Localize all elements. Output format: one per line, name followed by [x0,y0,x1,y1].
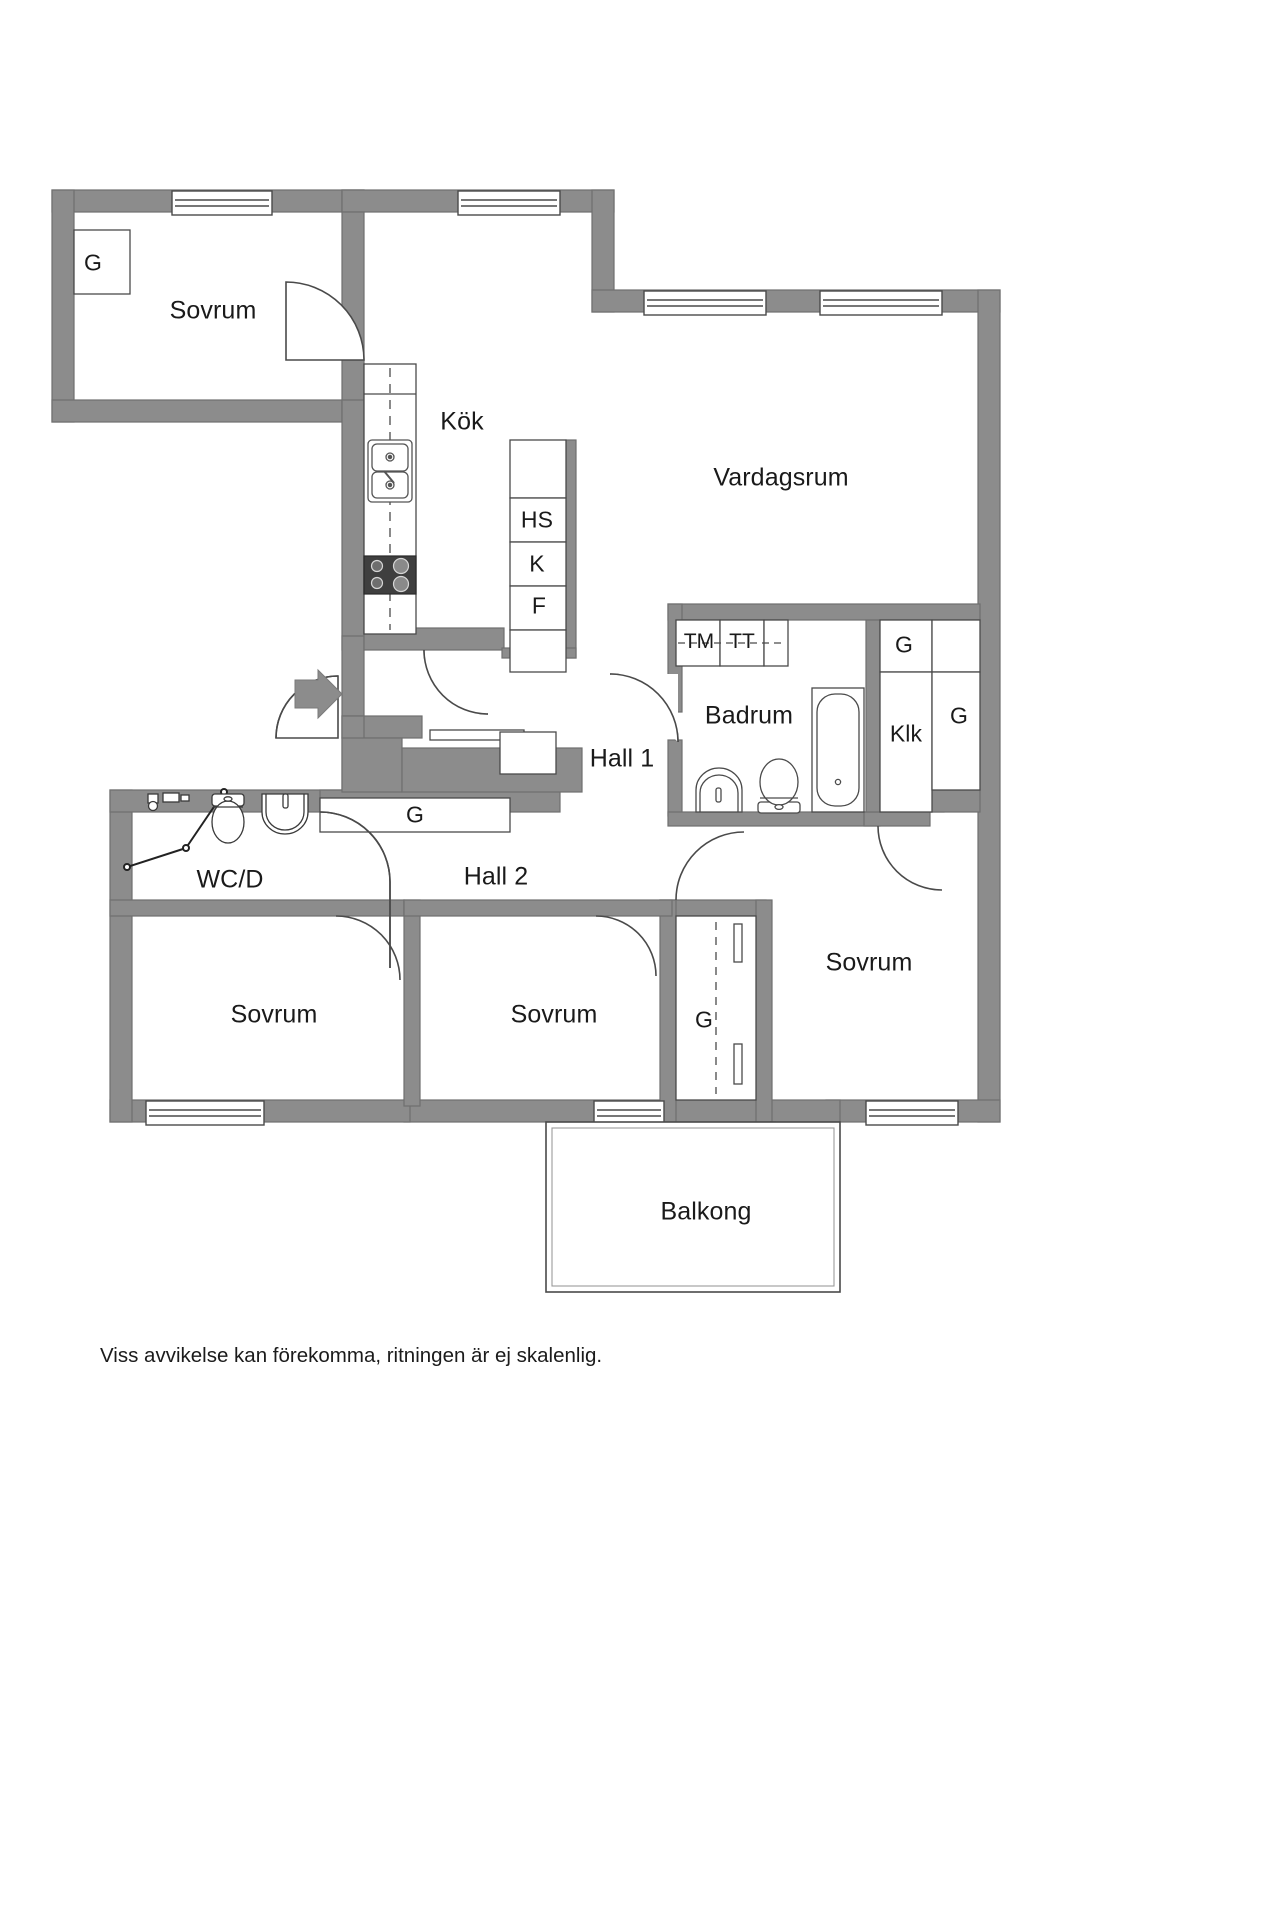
closet-box-klk-right [931,671,981,791]
appliance-box-f [509,585,567,631]
window-sw-bedroom-south [145,1100,265,1126]
appliance-label-k: K [529,550,545,577]
entrance-arrow [294,668,343,720]
appliance-label-hs: HS [520,506,554,533]
appliance-label-f: F [531,592,547,619]
closet-box-klk [879,671,933,813]
closet-label-hall2: G [406,801,424,828]
balcony [545,1121,841,1293]
closet-handle-a [733,923,743,963]
room-label-sovrum-s: Sovrum [510,1000,598,1029]
closet-handle-b [733,1043,743,1085]
closet-box-klk-upper-r [931,619,981,673]
window-kitchen-north [457,190,561,216]
appliance-box-bottom [509,629,567,673]
window-nw-bedroom [171,190,273,216]
closet-box-se [675,915,757,1101]
appliance-box-top [509,439,567,499]
doors [275,281,943,1191]
closet-box-nw [73,229,131,295]
room-label-kok: Kök [440,407,484,436]
appliance-label-tm: TM [683,630,715,653]
appliance-box-hs [509,497,567,543]
bath-tub [811,687,865,813]
window-living-north-1 [643,290,767,316]
window-living-north-2 [819,290,943,316]
closet-label-klk-right: G [950,702,968,729]
room-label-sovrum-sv: Sovrum [230,1000,318,1029]
cabinet-strip-hall2-b [499,731,557,775]
closet-outlines [73,229,981,1101]
window-se-bedroom-south [865,1100,959,1126]
room-label-hall-2: Hall 2 [463,862,529,891]
closet-label-nw: G [84,249,102,276]
wc-toilet [211,793,245,844]
room-label-vardagsrum: Vardagsrum [713,463,849,492]
window-s-bedroom-south [593,1100,665,1126]
bath-wash-basin [695,767,743,813]
wc-wash-basin [261,793,309,835]
kitchen-stove [363,555,417,595]
room-label-balkong: Balkong [660,1197,752,1226]
appliance-box-k [509,541,567,587]
closet-box-hall2 [319,797,511,833]
room-label-wc-d: WC/D [196,865,264,894]
closet-label-se: G [695,1006,713,1033]
disclaimer-text: Viss avvikelse kan förekomma, ritningen … [100,1344,603,1367]
appliance-label-tt: TT [729,630,755,653]
bath-toilet [757,758,801,814]
windows [145,190,959,1126]
room-label-klk: Klk [889,720,923,747]
room-label-sovrum-nv: Sovrum [169,296,257,325]
bathroom-fixtures [695,687,865,814]
wcd-fixtures [123,788,309,871]
closet-label-klk-upper: G [895,631,913,658]
room-label-hall-1: Hall 1 [589,744,655,773]
kitchen-sink [367,439,413,503]
shower-mixer [147,792,190,812]
room-label-badrum: Badrum [704,701,794,730]
room-label-sovrum-so: Sovrum [825,948,913,977]
laundry-units [675,619,789,667]
